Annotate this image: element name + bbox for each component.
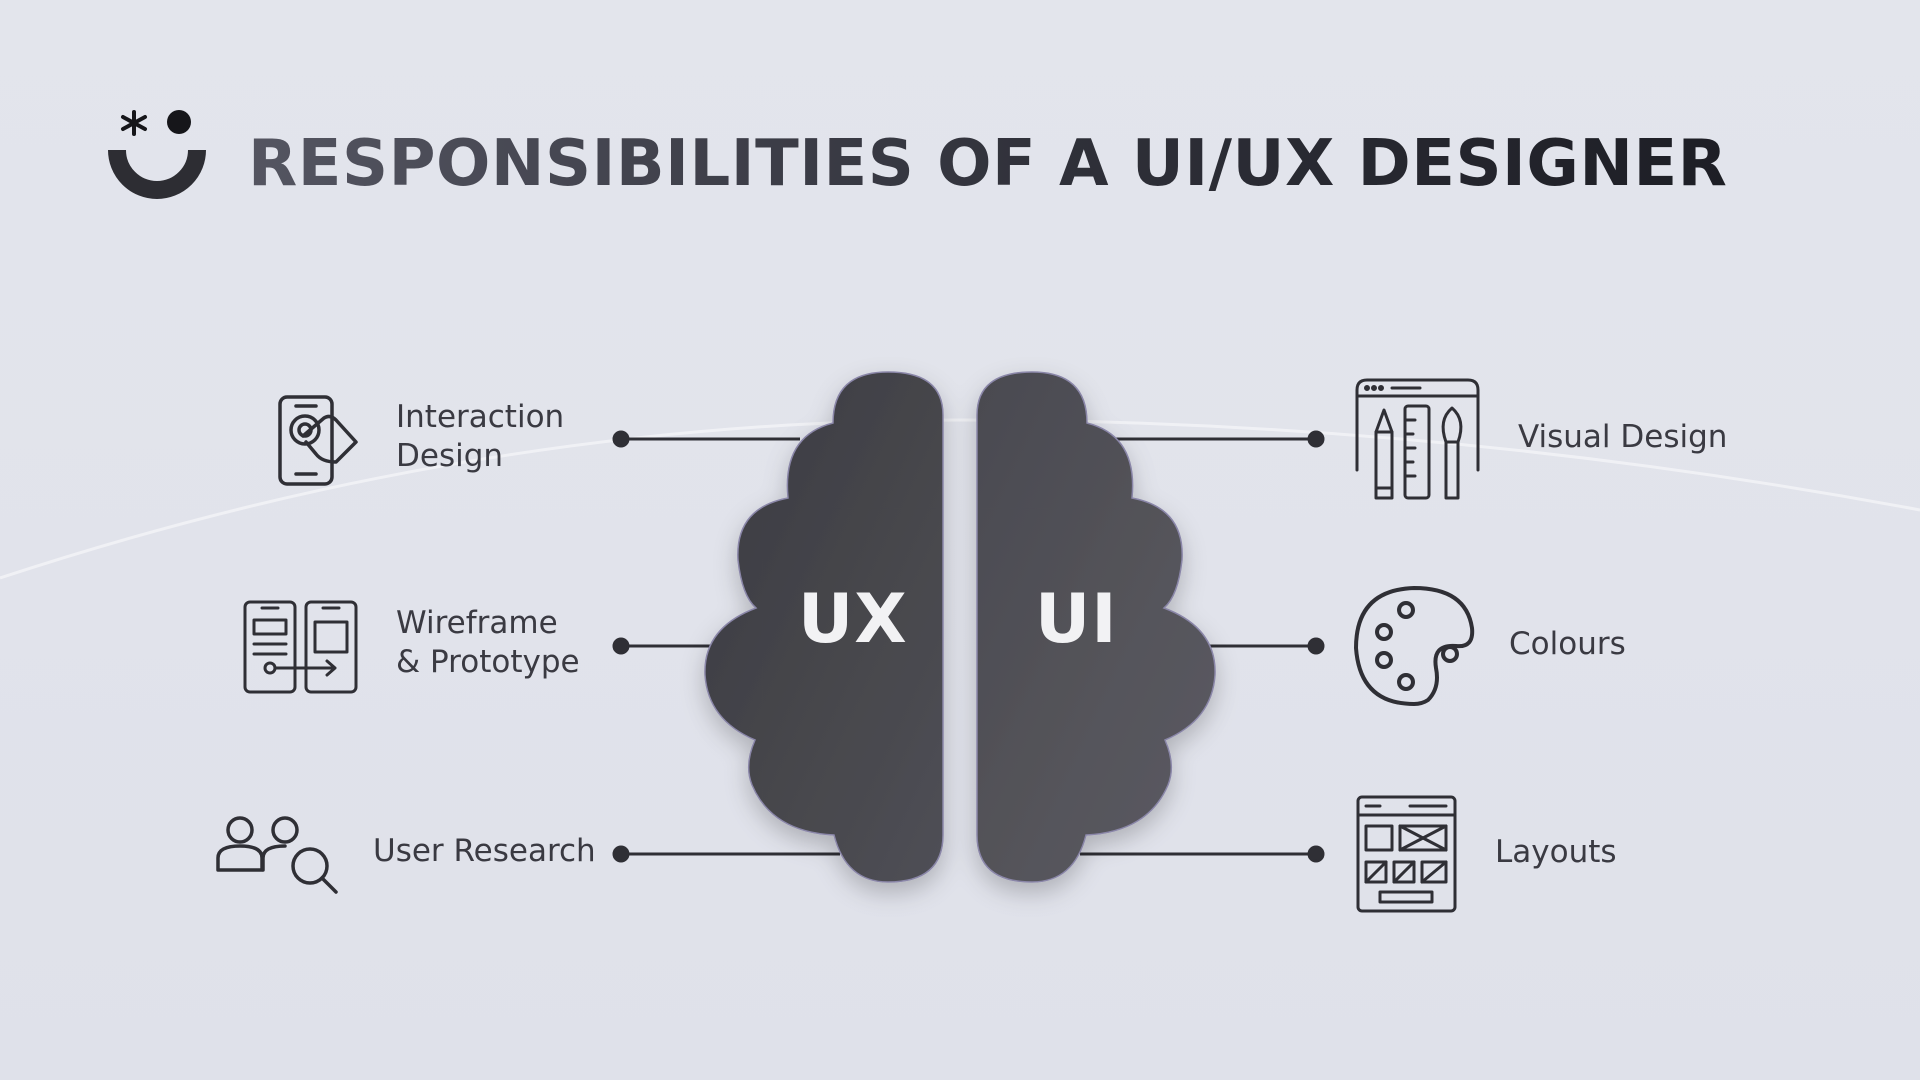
background-arc: [0, 418, 1920, 580]
ui-connectors: [1080, 430, 1325, 863]
layout-icon: [1356, 795, 1457, 913]
design-tools-icon: [1355, 378, 1480, 500]
ui-label: UI: [1035, 580, 1118, 659]
wireframe-icon: [243, 600, 358, 694]
user-research-label: User Research: [373, 833, 596, 869]
interaction-design-label: Interaction Design: [396, 399, 565, 474]
ux-label: UX: [798, 580, 908, 659]
brain-right-hemisphere: [976, 371, 1216, 883]
visual-design-label: Visual Design: [1518, 419, 1728, 455]
user-research-icon: [216, 816, 338, 894]
ux-connectors: [612, 430, 840, 863]
wireframe-prototype-label: Wireframe & Prototype: [396, 605, 580, 680]
page-title: RESPONSIBILITIES OF A UI/UX DESIGNER: [248, 124, 1727, 204]
layouts-label: Layouts: [1495, 834, 1617, 870]
touch-phone-icon: [278, 395, 358, 486]
smile-logo-icon: [108, 110, 206, 199]
colours-label: Colours: [1509, 626, 1626, 662]
palette-icon: [1354, 586, 1475, 706]
brain-left-hemisphere: [704, 371, 944, 883]
